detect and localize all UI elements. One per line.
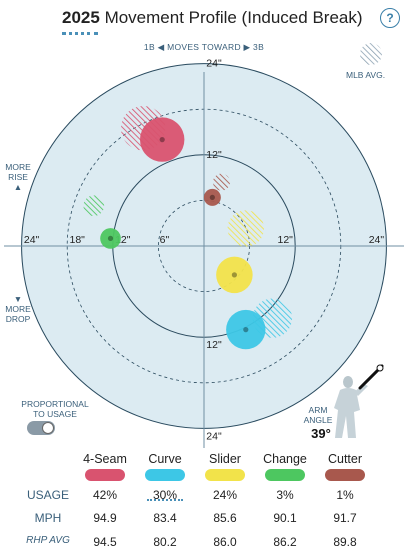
title-text: Movement Profile (Induced Break) (104, 8, 363, 27)
tick-left-18: 18" (69, 234, 85, 246)
mlb-avg-cutter (212, 173, 230, 191)
more-rise-label: MORE RISE ▲ (2, 162, 34, 192)
pitch-dot-slider (216, 256, 253, 294)
mlb-avg-change (83, 195, 105, 217)
proportional-toggle[interactable] (27, 421, 55, 435)
pitch-dot-cutter (203, 188, 221, 206)
tick-top-24: 24" (206, 58, 222, 70)
pitch-pill-cutter[interactable] (325, 469, 365, 481)
pitch-center-slider (231, 272, 237, 278)
mph-change: 90.1 (273, 511, 297, 525)
movement-plot: 24"18"12"6"12"24"24"12"12"24" (4, 58, 404, 448)
tick-left-24: 24" (24, 234, 40, 246)
arm-angle-value: 39° (311, 426, 331, 441)
usage-4-seam: 42% (92, 488, 118, 502)
pitcher-arm-angle-icon (334, 364, 384, 438)
toggle-knob[interactable] (42, 422, 54, 434)
pitch-pill-slider[interactable] (205, 469, 245, 481)
pitch-pill-curve[interactable] (145, 469, 185, 481)
mph-4-seam: 94.9 (93, 511, 117, 525)
page-title: 2025 Movement Profile (Induced Break) (62, 8, 363, 28)
pitch-center-4-seam (159, 137, 165, 143)
more-drop-label: ▼ MORE DROP (2, 294, 34, 324)
usage-slider: 24% (212, 488, 238, 502)
tick-left-6: 6" (160, 234, 170, 246)
rhp-avg-cutter: 89.8 (333, 535, 357, 549)
mph-cutter: 91.7 (333, 511, 357, 525)
year-dropdown-underline[interactable] (62, 32, 98, 35)
title-year: 2025 (62, 8, 100, 27)
mlb-avg-slider (227, 210, 265, 247)
rhp-avg-row: RHP AVG 94.5 80.2 86.0 86.2 89.8 (0, 535, 408, 551)
pitch-pill-4-seam[interactable] (85, 469, 125, 481)
arm-angle-label: ARM ANGLE (303, 405, 333, 425)
rhp-avg-change: 86.2 (273, 535, 297, 549)
arrow-down-icon: ▼ (13, 294, 23, 304)
pitch-header-row: 4-Seam Curve Slider Change Cutter (0, 452, 408, 468)
proportional-label: PROPORTIONAL TO USAGE (21, 399, 89, 419)
mph-curve: 83.4 (153, 511, 177, 525)
mph-row: MPH 94.9 83.4 85.6 90.1 91.7 (0, 511, 408, 527)
rhp-avg-slider: 86.0 (213, 535, 237, 549)
mlb-avg-legend-icon (360, 43, 382, 65)
pitch-name-slider: Slider (209, 452, 241, 466)
pitch-center-curve (243, 327, 249, 333)
rhp-avg-4-seam: 94.5 (93, 535, 117, 549)
tick-bottom-12: 12" (206, 339, 222, 351)
moves-toward-label: 1B ◀ MOVES TOWARD ▶ 3B (143, 42, 265, 52)
pitch-name-change: Change (263, 452, 307, 466)
pitch-name-4-seam: 4-Seam (83, 452, 127, 466)
pitch-dot-4-seam (139, 117, 185, 162)
usage-row-label: USAGE (26, 488, 69, 502)
pitch-dot-change (100, 228, 121, 249)
mlb-avg-label: MLB AVG. (346, 70, 386, 80)
pitch-pill-change[interactable] (265, 469, 305, 481)
pitch-dot-curve (226, 309, 266, 350)
rhp-avg-row-label: RHP AVG (26, 535, 70, 546)
tick-right-12: 12" (277, 234, 293, 246)
tick-bottom-24: 24" (206, 430, 222, 442)
sort-usage-underline (147, 499, 183, 501)
usage-cutter: 1% (336, 488, 354, 502)
usage-row: USAGE 42% 30% 24% 3% 1% (0, 488, 408, 504)
usage-change: 3% (276, 488, 294, 502)
pitch-center-change (107, 235, 114, 241)
usage-curve: 30% (152, 488, 178, 502)
arrow-up-icon: ▲ (13, 182, 23, 192)
help-icon[interactable]: ? (380, 8, 400, 28)
mph-slider: 85.6 (213, 511, 237, 525)
rhp-avg-curve: 80.2 (153, 535, 177, 549)
tick-right-24: 24" (369, 234, 385, 246)
more-drop-text: MORE DROP (5, 304, 31, 324)
mph-row-label: MPH (34, 511, 62, 525)
pitch-pill-row (0, 468, 408, 501)
pitch-name-cutter: Cutter (327, 452, 363, 466)
tick-top-12: 12" (206, 149, 222, 161)
pitch-name-curve: Curve (148, 452, 182, 466)
pitch-center-cutter (209, 194, 215, 200)
more-rise-text: MORE RISE (5, 162, 31, 182)
